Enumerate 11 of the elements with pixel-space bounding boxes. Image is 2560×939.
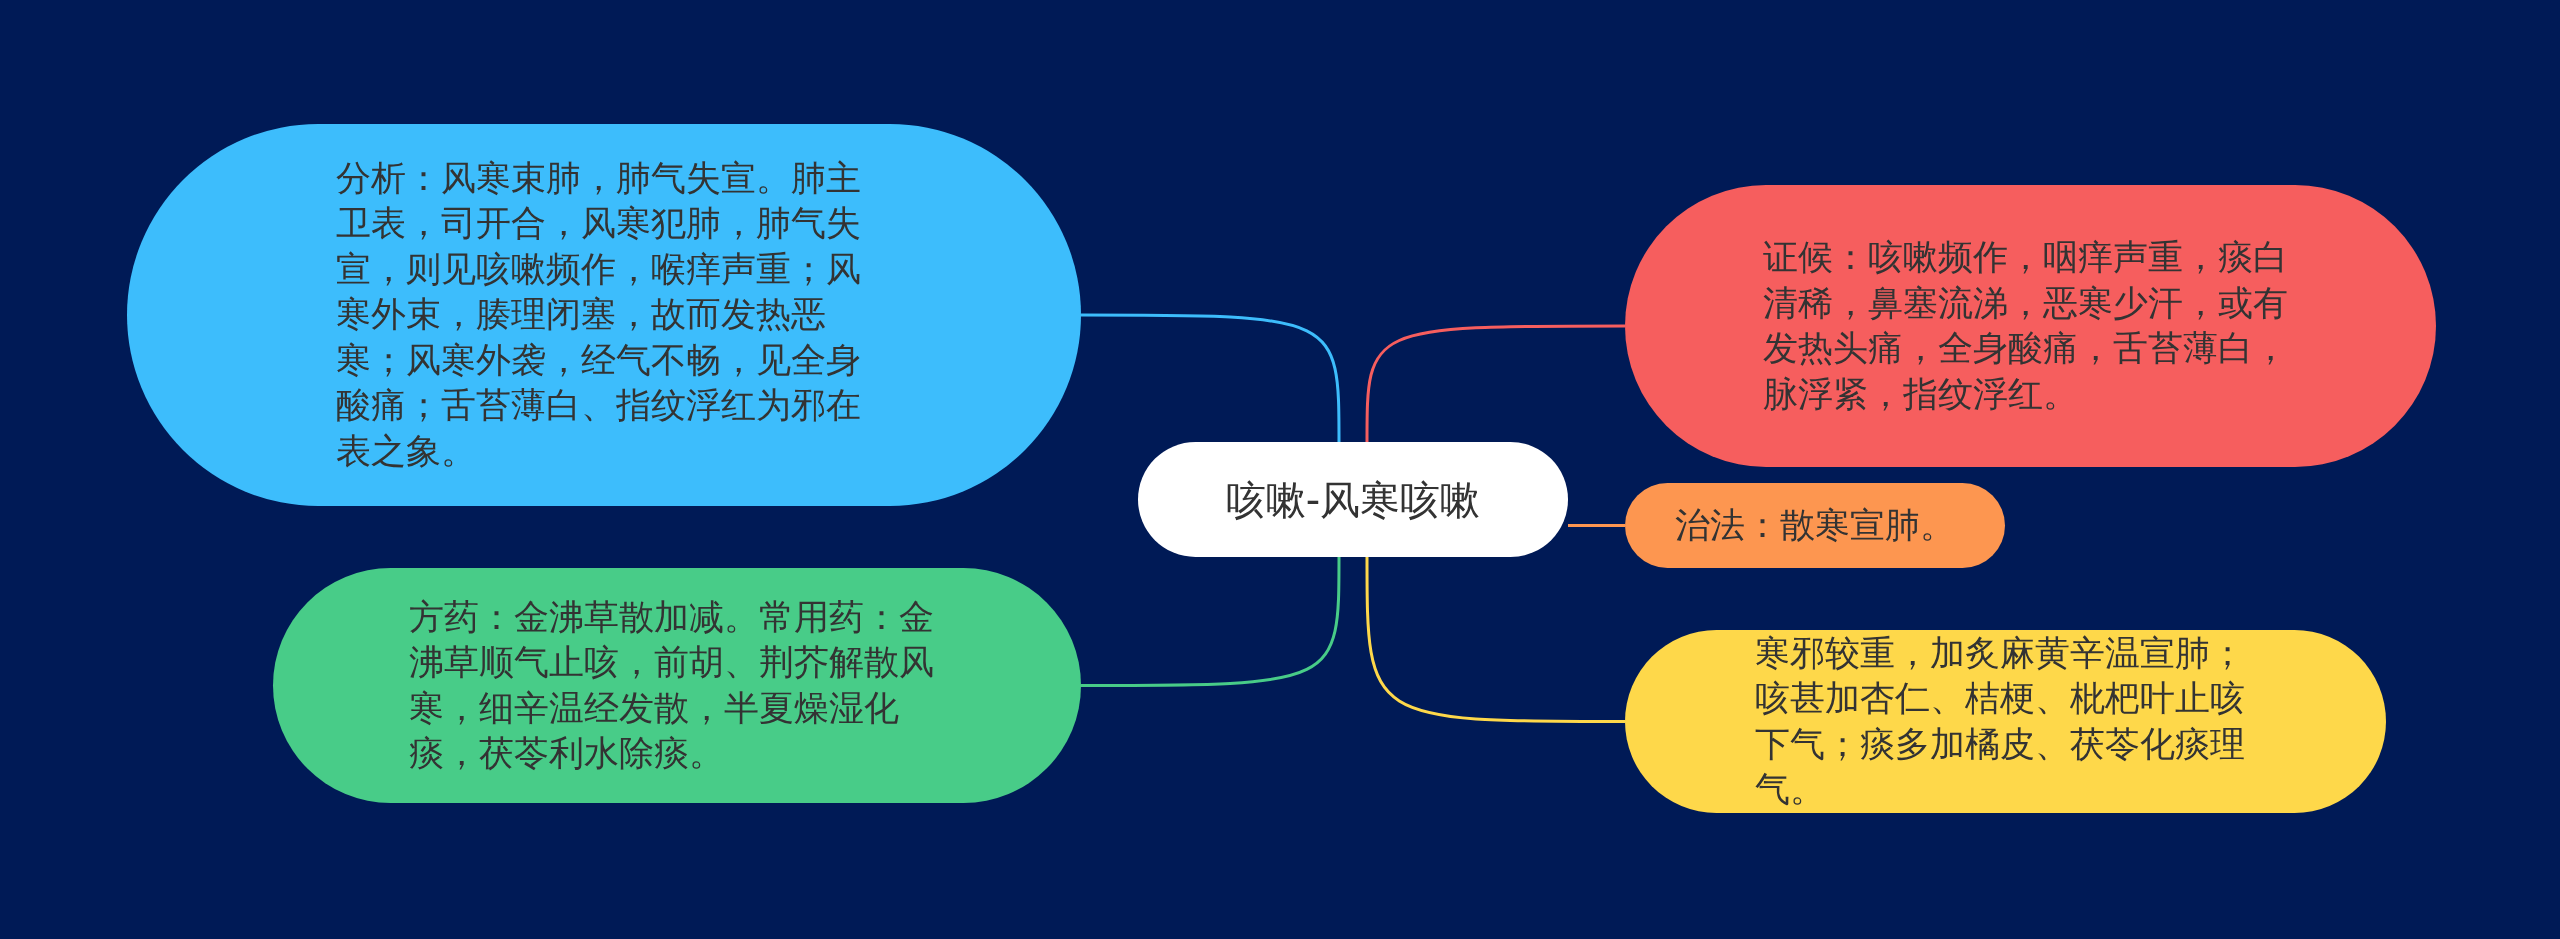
- topic-text: 方药：金沸草散加减。常用药：金沸草顺气止咳，前胡、荆芥解散风寒，细辛温经发散，半夏燥湿化痰，茯苓利水除痰。: [409, 595, 936, 775]
- topic-text: 寒邪较重，加炙麻黄辛温宣肺；咳甚加杏仁、桔梗、枇杷叶止咳下气；痰多加橘皮、茯苓化痰理气。: [1755, 631, 2247, 811]
- topic-text: 证候：咳嗽频作，咽痒声重，痰白清稀，鼻塞流涕，恶寒少汗，或有发热头痛，全身酸痛，舌苔薄白，脉浮紧，指纹浮红。: [1762, 236, 2289, 416]
- connector-line: [1365, 324, 1625, 442]
- topic-text: 分析：风寒束肺，肺气失宣。肺主卫表，司开合，风寒犯肺，肺气失宣，则见咳嗽频作，喉痒声重；风寒外束，腠理闭塞，故而发热恶寒；风寒外袭，经气不畅，见全身酸痛；舌苔薄白、指纹浮红为邪在表之象。: [336, 156, 863, 473]
- connector-line: [1081, 557, 1341, 687]
- connector-line: [1365, 557, 1625, 723]
- topic-text: 咳嗽-风寒咳嗽: [1225, 475, 1481, 525]
- connector-line: [1081, 313, 1341, 442]
- topic-text: 治法：散寒宣肺。: [1675, 503, 1955, 547]
- connector-line: [1568, 524, 1625, 527]
